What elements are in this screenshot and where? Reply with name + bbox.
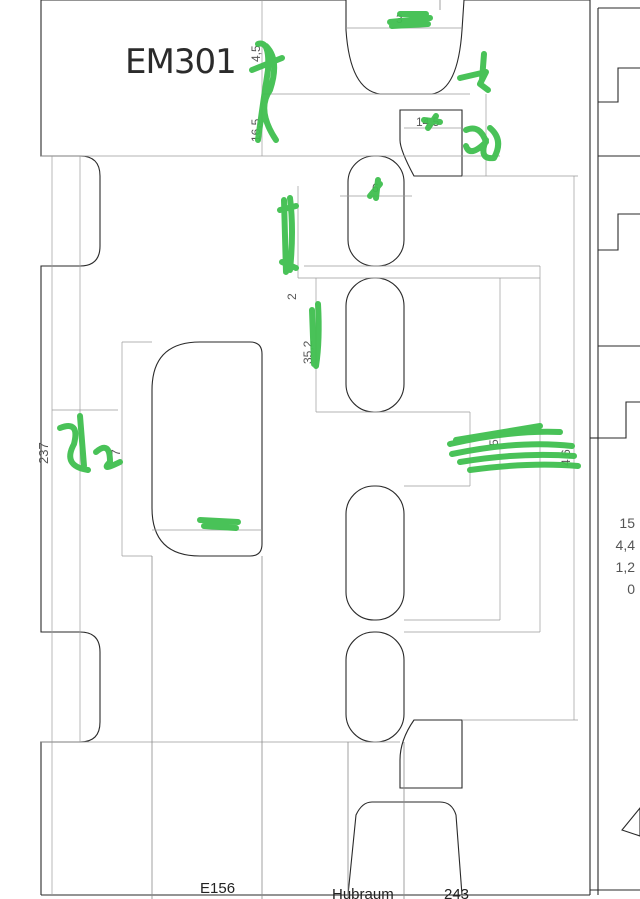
bottom-label-middle: Hubraum [332,886,394,899]
big-left-cutout [151,341,263,557]
slot-middle-upper [345,277,405,413]
side-value: 15 [619,515,635,531]
dim-left-height-a: 2 [285,293,299,300]
slot-upper [347,155,405,267]
dim-overall-height: 237 [36,442,51,464]
dim-left-big-height: 7 [109,449,123,456]
slot-lower [345,631,405,743]
side-value: 4,4 [616,537,636,553]
dim-upper-height-a: 4,5 [249,45,263,62]
dim-right-a: 5 [487,439,501,446]
dimension-lines [41,0,578,899]
side-value: 0 [627,581,635,597]
slot-middle-lower [345,485,405,621]
bottom-label-right: 243 [444,886,469,899]
side-value: 1,2 [616,559,636,575]
part-outline [40,0,591,896]
slots [151,155,405,743]
green-annotation-scribbles [57,11,581,531]
bottom-label-left: E156 [200,880,235,897]
side-value-list: 15 4,4 1,2 0 [616,515,636,597]
adjacent-view [590,7,640,895]
part-label: EM301 [125,42,236,82]
